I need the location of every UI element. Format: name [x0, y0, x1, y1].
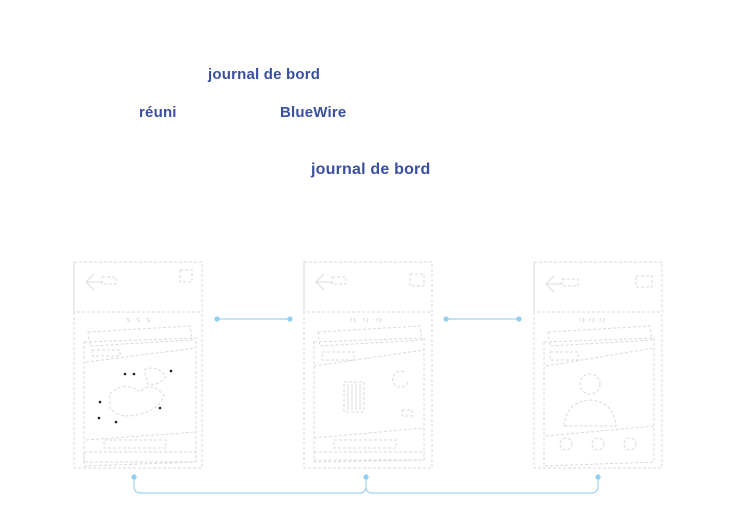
connector-screen1-screen2: [214, 316, 293, 322]
corner-menu-icon: [179, 269, 193, 283]
user-avatar-icon: [563, 373, 617, 427]
label-journal-de-bord-top: journal de bord: [208, 66, 321, 83]
label-bluewire: BlueWire: [280, 104, 347, 121]
corner-menu-icon: [635, 275, 653, 288]
connector-screen2-screen3: [443, 316, 522, 322]
map-network-icon: [97, 367, 173, 424]
back-arrow-icon: [545, 275, 562, 293]
corner-menu-icon: [409, 273, 425, 287]
barcode-image-icon: [343, 370, 413, 417]
wireframe-screen-1: [73, 261, 203, 469]
wireframe-screen-3: [533, 261, 663, 469]
back-arrow-icon: [315, 273, 332, 291]
back-arrow-icon: [85, 273, 102, 291]
wireframe-screen-2: [303, 261, 433, 469]
label-reuni: réuni: [139, 104, 177, 121]
bottom-bracket-connector: [131, 474, 601, 494]
label-journal-de-bord-bottom: journal de bord: [311, 161, 431, 178]
